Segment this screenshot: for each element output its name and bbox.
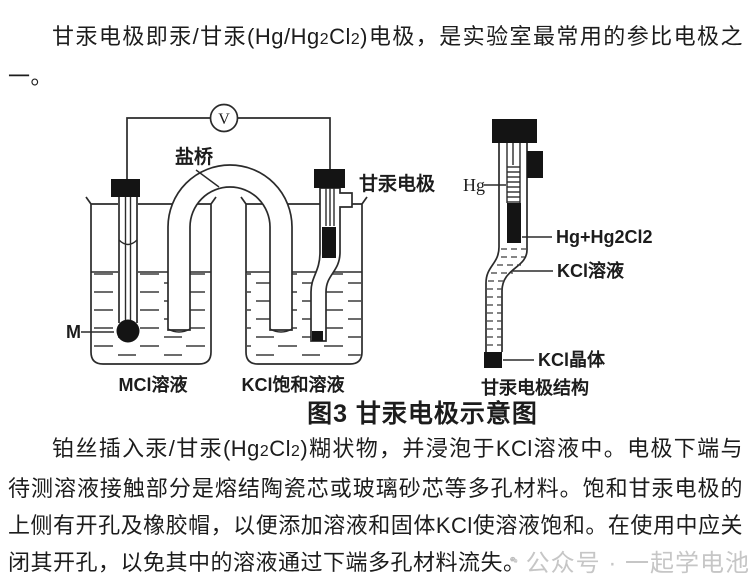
structure-caption: 甘汞电极结构 [481, 377, 589, 398]
watermark: 公众号 · 一起学电池 [510, 540, 750, 580]
salt-bridge-left-opening [167, 328, 191, 333]
intro-subscript: 2 [350, 31, 361, 48]
kcl-solution-label: KCl溶液 [557, 260, 625, 281]
structure-paste-block [507, 203, 521, 243]
right-beaker-label: KCl饱和溶液 [242, 374, 346, 395]
body-text: 铂丝插入汞/甘汞(Hg [52, 436, 260, 461]
intro-text: Cl [329, 24, 351, 49]
intro-text: 甘汞电极即汞/甘汞(Hg/Hg [52, 24, 320, 49]
body-subscript: 2 [291, 443, 301, 460]
structure-hg-column-hatch [507, 166, 520, 203]
voltmeter-label: V [218, 111, 230, 128]
left-beaker-solution [92, 273, 210, 363]
calomel-electrode-diagram: V 盐桥 甘汞电极 M MCl溶液 KCl饱和溶液 [66, 103, 653, 398]
structure-tube-left-wall [485, 143, 500, 352]
right-beaker [240, 196, 368, 365]
intro-subscript: 2 [319, 31, 330, 48]
structure-top-cap [492, 119, 537, 143]
calomel-porous-tip [312, 331, 323, 341]
hg-label: Hg [463, 175, 485, 195]
watermark-text: 公众号 · 一起学电池 [525, 549, 750, 577]
intro-text: )电极，是实验室最常用的参比电极之一。 [8, 24, 743, 89]
left-wire [126, 117, 210, 179]
calomel-electrode-cap [314, 169, 345, 188]
voltmeter [209, 103, 239, 133]
structure-kcl-solution-dashes [487, 248, 526, 346]
salt-bridge-label: 盐桥 [175, 145, 214, 168]
structure-tube-right-wall [501, 143, 528, 352]
body-subscript: 2 [259, 443, 270, 460]
calomel-electrode-figure: V 盐桥 甘汞电极 M MCl溶液 KCl饱和溶液 [0, 95, 751, 398]
wechat-icon [510, 556, 518, 563]
calomel-electrode-tube [310, 187, 353, 342]
structure-kcl-crystal-block [484, 352, 502, 368]
body-text: )糊状物，并浸泡于KCl溶液中。电极下端与待测溶液接触部分是熔结陶瓷芯或玻璃砂芯… [8, 436, 744, 575]
left-electrode-meniscus [118, 239, 138, 246]
salt-bridge-pointer-line [195, 169, 220, 188]
right-beaker-solution [247, 273, 361, 363]
salt-bridge-tube [167, 164, 293, 331]
figure-caption: 图3 甘汞电极示意图 [307, 400, 538, 428]
left-beaker [85, 196, 217, 365]
structure-rubber-cap [527, 151, 543, 178]
left-electrode-cap [111, 179, 140, 197]
metal-electrode-label: M [66, 322, 81, 342]
metal-electrode-ball [116, 319, 140, 343]
calomel-paste-block [322, 227, 336, 258]
right-wire [238, 117, 331, 169]
salt-bridge-right-opening [269, 328, 293, 333]
body-text: Cl [269, 436, 292, 461]
paste-label: Hg+Hg2Cl2 [556, 227, 653, 247]
intro-paragraph: 甘汞电极即汞/甘汞(Hg/Hg2Cl2)电极，是实验室最常用的参比电极之一。 [8, 18, 743, 95]
kcl-crystal-label: KCl晶体 [538, 349, 606, 370]
body-paragraph: 铂丝插入汞/甘汞(Hg2Cl2)糊状物，并浸泡于KCl溶液中。电极下端与待测溶液… [8, 430, 743, 581]
calomel-electrode-label: 甘汞电极 [359, 172, 436, 195]
left-beaker-label: MCl溶液 [119, 374, 189, 395]
left-electrode-tube-fill [118, 196, 138, 322]
